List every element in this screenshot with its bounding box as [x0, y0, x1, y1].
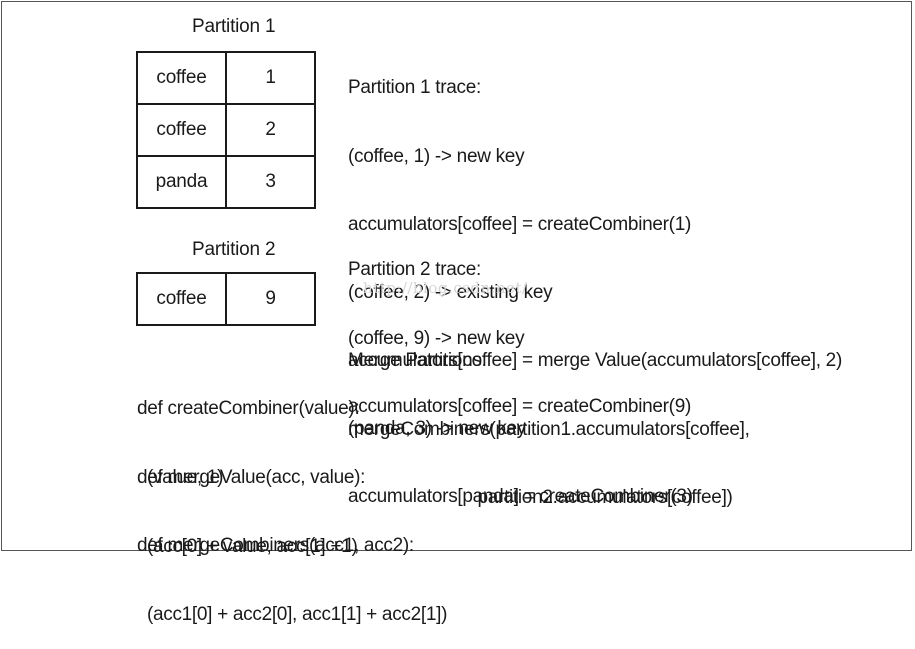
partition-2-table: coffee 9 — [136, 272, 316, 326]
key-cell: coffee — [136, 51, 227, 105]
code-line: (acc1[0] + acc2[0], acc1[1] + acc2[1]) — [137, 603, 448, 625]
merge-partitions: Merge Partitions: mergeCombiners(partiti… — [348, 305, 750, 532]
trace-line: accumulators[coffee] = createCombiner(1) — [348, 213, 692, 235]
partition-2-trace: Partition 2 trace: (coffee, 9) -> new ke… — [348, 214, 691, 441]
key-cell: panda — [136, 155, 227, 209]
trace-title: Partition 2 trace: — [348, 259, 481, 281]
key-cell: coffee — [136, 272, 227, 326]
watermark-text: http://blog.csdn.net/ — [363, 279, 528, 297]
value-cell: 2 — [225, 103, 316, 157]
trace-line: (coffee, 9) -> new key — [348, 327, 525, 349]
code-line: def mergeValue(acc, value): — [137, 467, 366, 489]
partition-1-trace: Partition 1 trace: (coffee, 1) -> new ke… — [348, 32, 842, 531]
merge-value-definition: def mergeValue(acc, value): (acc[0] + va… — [137, 422, 365, 581]
partition-1-table: coffee 1 coffee 2 panda 3 — [136, 51, 316, 209]
table-row: coffee 2 — [136, 103, 316, 157]
trace-line: (panda, 3) -> new key — [348, 417, 526, 439]
merge-line: mergeCombiners(partition1.accumulators[c… — [348, 418, 750, 440]
trace-line: (coffee, 1) -> new key — [348, 145, 525, 167]
trace-title: Partition 1 trace: — [348, 77, 481, 99]
code-line: (value, 1) — [137, 466, 224, 488]
value-cell: 9 — [225, 272, 316, 326]
partition-1-title: Partition 1 — [192, 16, 276, 37]
table-row: coffee 1 — [136, 51, 316, 105]
trace-line: accumulators[coffee] = createCombiner(9) — [348, 395, 692, 417]
merge-line: partition2.accumulators[coffee]) — [348, 486, 733, 508]
code-line: (acc[0] + value, acc[1] +1) — [137, 535, 358, 557]
value-cell: 3 — [225, 155, 316, 209]
code-line: def mergeCombiners(acc1, acc2): — [137, 535, 414, 557]
trace-line: accumulators[panda] = createCombiner(3) — [348, 486, 693, 508]
key-cell: coffee — [136, 103, 227, 157]
table-row: coffee 9 — [136, 272, 316, 326]
value-cell: 1 — [225, 51, 316, 105]
trace-line: (coffee, 2) -> existing key — [348, 281, 553, 303]
diagram-frame — [1, 1, 912, 551]
trace-line: accumulators[coffee] = merge Value(accum… — [348, 349, 842, 371]
create-combiner-definition: def createCombiner(value): (value, 1) — [137, 353, 360, 512]
merge-title: Merge Partitions: — [348, 350, 487, 372]
table-row: panda 3 — [136, 155, 316, 209]
code-line: def createCombiner(value): — [137, 398, 360, 420]
partition-2-title: Partition 2 — [192, 239, 276, 260]
